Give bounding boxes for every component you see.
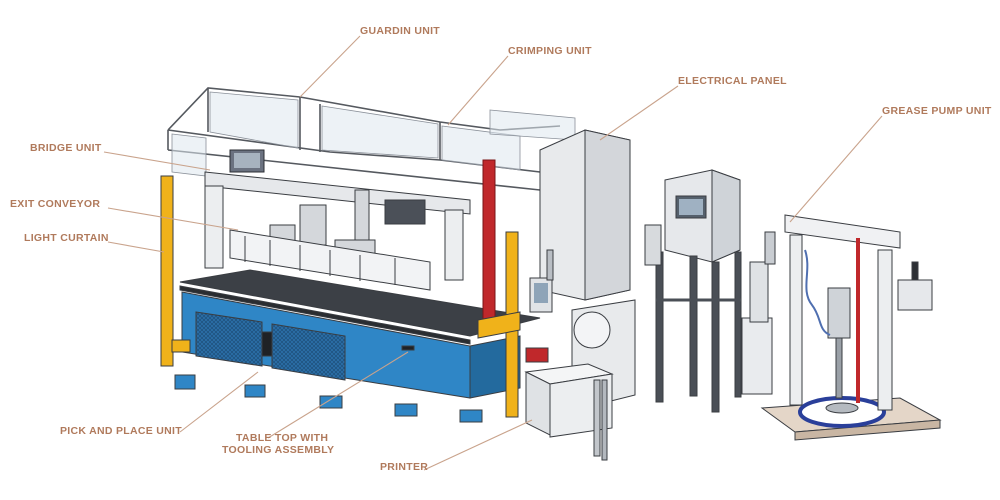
grease-pump-shape <box>741 214 942 441</box>
label-light-curtain: LIGHT CURTAIN <box>24 232 109 244</box>
leader-table <box>267 351 409 439</box>
leader-guardin <box>299 35 361 98</box>
label-grease-pump-unit: GREASE PUMP UNIT <box>882 105 992 117</box>
leader-light <box>107 241 165 253</box>
leader-lines <box>103 35 883 471</box>
table-top-shape <box>179 269 541 337</box>
base-frame <box>174 291 521 423</box>
glass-panels <box>171 91 576 177</box>
leader-printer <box>423 419 533 471</box>
electrical-panel-shape <box>529 129 636 406</box>
leader-pick <box>179 371 259 433</box>
leader-grease <box>789 115 883 223</box>
label-pick-and-place-unit: PICK AND PLACE UNIT <box>60 425 182 437</box>
label-guardin-unit: GUARDIN UNIT <box>360 25 441 37</box>
leader-bridge <box>103 151 211 171</box>
leader-electrical <box>599 85 679 141</box>
exit-conveyor-shape <box>229 229 431 291</box>
label-printer: PRINTER <box>380 461 429 473</box>
label-table-top-tooling: TABLE TOP WITH TOOLING ASSEMBLY <box>222 432 334 456</box>
red-post <box>482 159 496 329</box>
printer-shape <box>524 347 614 461</box>
main-machine <box>160 87 636 461</box>
label-exit-conveyor: EXIT CONVEYOR <box>10 198 101 210</box>
leader-exit <box>107 207 239 231</box>
label-electrical-panel: ELECTRICAL PANEL <box>678 75 787 87</box>
label-crimping-unit: CRIMPING UNIT <box>508 45 592 57</box>
label-bridge-unit: BRIDGE UNIT <box>30 142 102 154</box>
label-table-top-line2: TOOLING ASSEMBLY <box>222 444 335 456</box>
hmi-stand <box>644 169 742 413</box>
leader-crimping <box>447 55 509 126</box>
label-table-top-line1: TABLE TOP WITH <box>236 432 329 444</box>
